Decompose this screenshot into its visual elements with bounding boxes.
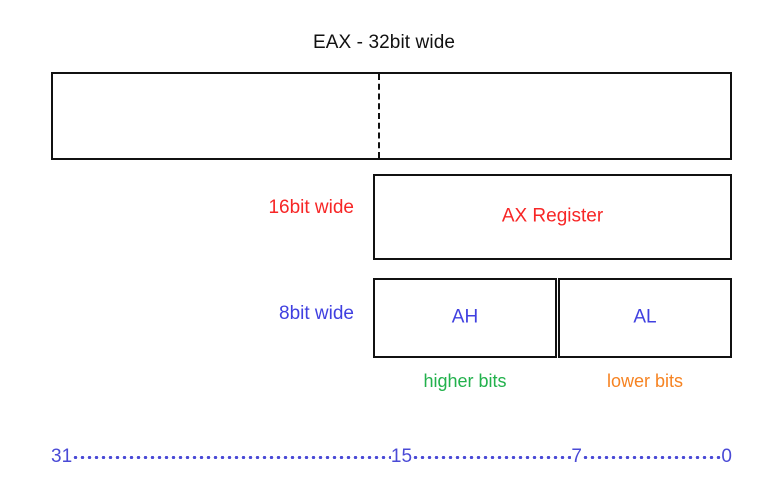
bit-tick-0: 0	[721, 446, 732, 467]
lower-bits-caption: lower bits	[606, 371, 684, 391]
eax-halfway-dashed-divider	[378, 74, 380, 158]
ax-register-label: AX Register	[501, 205, 604, 227]
diagram-title: EAX - 32bit wide	[312, 32, 456, 53]
ruler-dots-15-to-7	[412, 444, 572, 462]
ruler-dots-7-to-0	[581, 444, 722, 462]
sixteen-bit-width-label: 16bit wide	[268, 197, 354, 218]
eight-bit-width-label: 8bit wide	[279, 303, 354, 324]
al-register-box: AL	[558, 278, 732, 358]
ax-register-box: AX Register	[373, 174, 732, 260]
ah-register-label: AH	[451, 306, 479, 328]
al-register-label: AL	[633, 306, 657, 328]
eax-register-box	[51, 72, 732, 160]
bit-tick-7: 7	[571, 446, 582, 467]
bit-position-ruler: 31 15 7 0	[51, 444, 732, 472]
higher-bits-caption: higher bits	[423, 371, 507, 391]
ah-register-box: AH	[373, 278, 557, 358]
bit-tick-31: 31	[51, 446, 73, 467]
bit-tick-15: 15	[390, 446, 413, 467]
ruler-dots-31-to-15	[72, 444, 391, 462]
